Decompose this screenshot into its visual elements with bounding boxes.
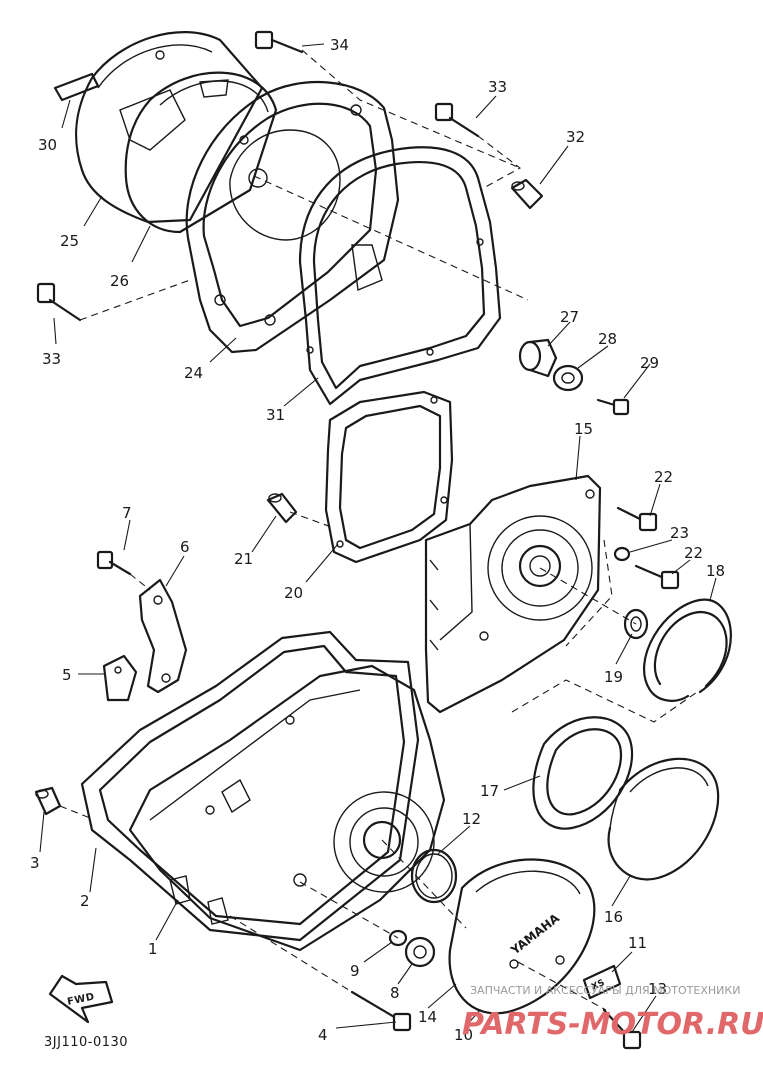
callout-31: 31 xyxy=(266,406,285,424)
part-27-bushing xyxy=(518,338,558,378)
watermark-small-text: ЗАПЧАСТИ И АКСЕССУАРЫ ДЛЯ МОТОТЕХНИКИ xyxy=(470,984,740,997)
part-17-ring xyxy=(532,716,634,830)
callout-28: 28 xyxy=(598,330,617,348)
part-20-gasket xyxy=(324,390,454,564)
part-22-bolt-lower xyxy=(634,564,680,590)
callout-13: 13 xyxy=(648,980,667,998)
callout-23: 23 xyxy=(670,524,689,542)
diagram-code: 3JJ110-0130 xyxy=(44,1035,128,1050)
assembly-guidelines xyxy=(59,49,701,1011)
callout-3: 3 xyxy=(30,854,40,872)
watermark-logo: PARTS-MOTOR.RU xyxy=(462,1007,763,1042)
callout-1: 1 xyxy=(148,940,158,958)
callout-25: 25 xyxy=(60,232,79,250)
part-33-bolt-upper xyxy=(434,102,480,138)
callout-2: 2 xyxy=(80,892,90,910)
part-24-crankcase-cover xyxy=(185,80,400,354)
callout-15: 15 xyxy=(574,420,593,438)
part-13-bolt xyxy=(602,1008,642,1050)
part-5-plate xyxy=(102,654,138,702)
callout-8: 8 xyxy=(390,984,400,1002)
callout-9: 9 xyxy=(350,962,360,980)
callout-21: 21 xyxy=(234,550,253,568)
callout-5: 5 xyxy=(62,666,72,684)
callout-30: 30 xyxy=(38,136,57,154)
callout-26: 26 xyxy=(110,272,129,290)
leader-lines xyxy=(39,43,717,1033)
part-8-plug xyxy=(404,936,436,968)
part-15-housing xyxy=(424,474,602,714)
callout-20: 20 xyxy=(284,584,303,602)
callout-14: 14 xyxy=(418,1008,437,1026)
part-22-bolt-upper xyxy=(616,506,658,532)
callout-22-bottom: 22 xyxy=(684,544,703,562)
part-29-bolt xyxy=(596,398,630,416)
part-9-oring xyxy=(388,929,408,947)
callout-7: 7 xyxy=(122,504,132,522)
callout-17: 17 xyxy=(480,782,499,800)
part-14-cover xyxy=(448,858,596,1015)
part-25-plate xyxy=(74,31,264,224)
cover-brand-text: YAMAHA xyxy=(507,911,562,958)
callout-10: 10 xyxy=(454,1026,473,1044)
watermark: ЗАПЧАСТИ И АКСЕССУАРЫ ДЛЯ МОТОТЕХНИКИ PA… xyxy=(462,984,763,1042)
callout-32: 32 xyxy=(566,128,585,146)
part-34-bolt xyxy=(254,30,304,54)
part-6-bracket xyxy=(138,578,188,694)
callout-33-left: 33 xyxy=(42,350,61,368)
callout-16: 16 xyxy=(604,908,623,926)
part-23-oring xyxy=(613,546,631,562)
callout-4: 4 xyxy=(318,1026,328,1044)
part-4-bolt xyxy=(350,990,412,1032)
fwd-arrow-icon xyxy=(48,974,114,1024)
callout-18: 18 xyxy=(706,562,725,580)
part-3-dowel xyxy=(34,786,62,816)
callout-numbers: 34 33 32 30 25 26 33 27 28 29 24 31 15 2… xyxy=(30,36,725,1044)
callout-27: 27 xyxy=(560,308,579,326)
part-16-cap xyxy=(607,757,720,881)
callout-6: 6 xyxy=(180,538,190,556)
part-33-bolt-left xyxy=(36,282,82,322)
part-31-gasket xyxy=(298,146,502,406)
callout-29: 29 xyxy=(640,354,659,372)
part-32-dowel xyxy=(510,178,544,210)
part-18-circlip xyxy=(643,598,732,702)
callout-12: 12 xyxy=(462,810,481,828)
callout-24: 24 xyxy=(184,364,203,382)
callout-33-top: 33 xyxy=(488,78,507,96)
callout-11: 11 xyxy=(628,934,647,952)
part-21-dowel xyxy=(266,492,298,524)
part-30-label-plate xyxy=(53,72,100,102)
part-28-washer xyxy=(552,364,584,392)
part-7-bolt xyxy=(96,550,132,576)
callout-34: 34 xyxy=(330,36,349,54)
callout-19: 19 xyxy=(604,668,623,686)
callout-22-top: 22 xyxy=(654,468,673,486)
part-1-crankcase-cover xyxy=(128,664,446,952)
part-2-gasket xyxy=(80,630,420,942)
part-11-emblem xyxy=(582,964,622,1000)
part-26-gasket xyxy=(124,71,278,234)
